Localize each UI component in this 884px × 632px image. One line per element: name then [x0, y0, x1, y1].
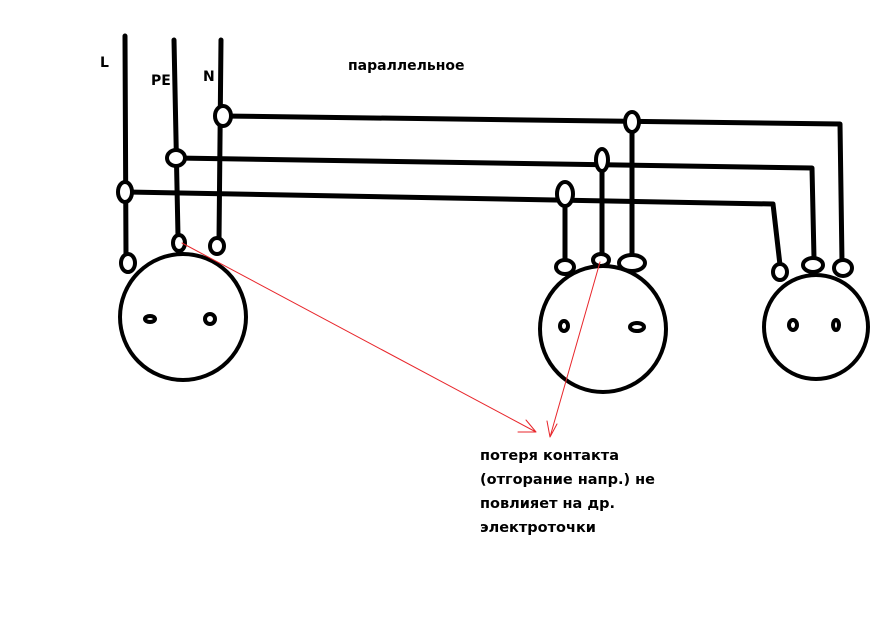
- socket-3: [762, 273, 870, 381]
- label-n: N: [203, 69, 215, 85]
- socket-1: [118, 252, 248, 382]
- bus-l: [122, 189, 783, 268]
- wire-n: [216, 37, 224, 243]
- arrow-2: [546, 261, 601, 438]
- socket-2: [538, 264, 668, 394]
- bus-pe: [173, 155, 817, 261]
- label-l: L: [100, 55, 109, 71]
- wire-pe: [171, 37, 181, 239]
- diagram-title: параллельное: [348, 58, 465, 74]
- note-line: электроточки: [480, 520, 596, 536]
- note-line: повлияет на др.: [480, 496, 615, 512]
- note-line: потеря контакта: [480, 448, 619, 464]
- annotation-arrows: [181, 242, 601, 438]
- note-line: (отгорание напр.) не: [480, 472, 655, 488]
- bus-n: [219, 113, 845, 265]
- arrow-1: [181, 242, 537, 433]
- annotation-note: потеря контакта (отгорание напр.) не пов…: [480, 444, 680, 540]
- label-pe: PE: [151, 73, 171, 89]
- wire-l: [122, 33, 129, 258]
